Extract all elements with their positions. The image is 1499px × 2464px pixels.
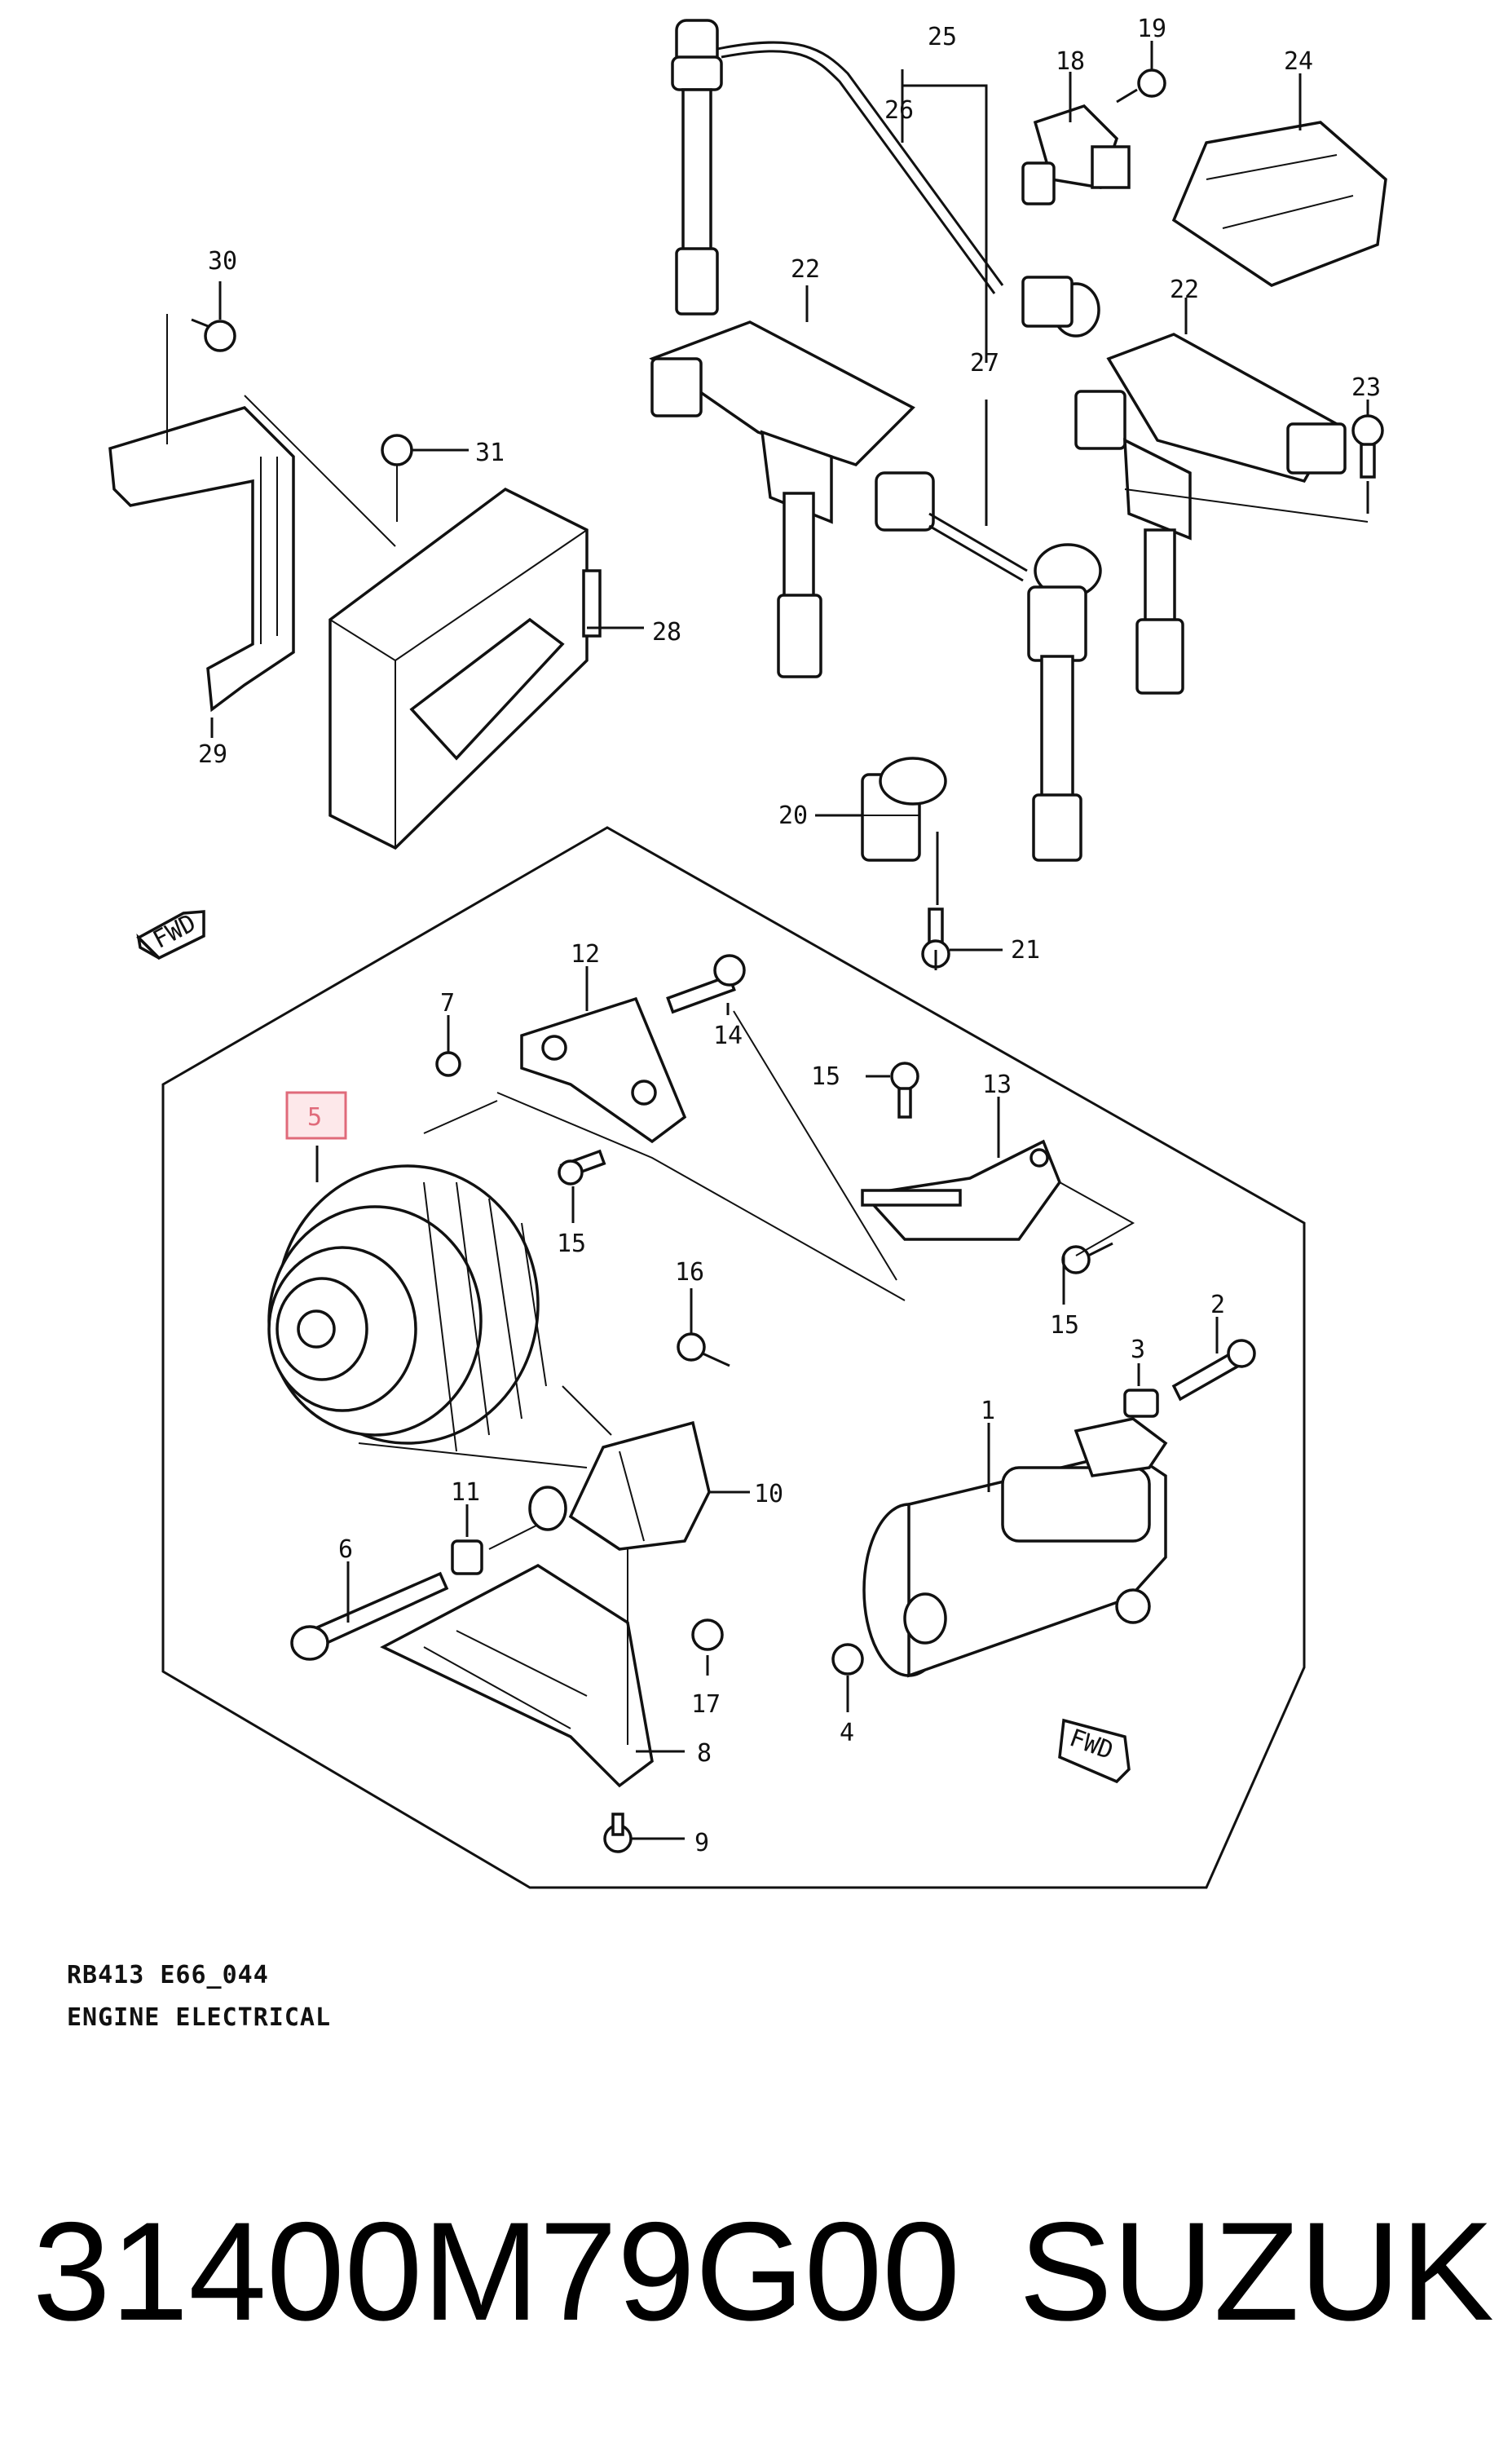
callout-28: 28 (652, 618, 681, 647)
callout-23: 23 (1351, 373, 1381, 402)
bolt-23 (1351, 414, 1384, 479)
nut-31 (381, 434, 413, 466)
callout-26: 26 (884, 96, 914, 125)
fwd-arrow-upper: FWD (136, 909, 205, 960)
ignition-cable-26 (671, 19, 1100, 338)
callout-19: 19 (1137, 15, 1166, 43)
leader-lines (210, 41, 1369, 1840)
bolt-15-lower (1061, 1242, 1113, 1274)
bracket-10 (528, 1420, 711, 1551)
callout-15a: 15 (811, 1062, 840, 1091)
callout-18: 18 (1056, 47, 1085, 76)
callout-10: 10 (754, 1480, 783, 1508)
starter-1 (862, 1417, 1168, 1678)
alternator-5 (267, 1164, 547, 1452)
callout-29: 29 (198, 740, 227, 769)
bolt-30 (191, 318, 236, 352)
collar-3 (1123, 1389, 1159, 1418)
callout-7: 7 (440, 989, 455, 1018)
callout-21: 21 (1011, 936, 1040, 965)
callout-5-highlight (285, 1091, 347, 1140)
lower-group-outline (161, 826, 1306, 1889)
fwd-arrow-lower: FWD (1058, 1718, 1131, 1784)
bracket-13 (861, 1139, 1061, 1241)
collar-11 (451, 1539, 483, 1575)
callout-17: 17 (691, 1690, 721, 1719)
bolt-15-left (558, 1149, 606, 1186)
callout-16: 16 (675, 1258, 704, 1287)
callout-22b: 22 (1170, 276, 1199, 304)
callout-22a: 22 (791, 255, 820, 284)
callout-31: 31 (475, 439, 505, 467)
callout-12: 12 (571, 940, 600, 969)
part-number: 31400M79G00 (33, 2193, 960, 2350)
assembly-lines (166, 314, 1369, 1745)
washer-7 (435, 1051, 461, 1077)
callout-11: 11 (451, 1478, 480, 1507)
bolt-16 (677, 1332, 730, 1367)
bracket-29 (108, 406, 295, 713)
callout-24: 24 (1284, 47, 1313, 76)
callout-1: 1 (981, 1397, 995, 1425)
diagram-title: ENGINE ELECTRICAL (67, 2003, 332, 2032)
nut-17 (691, 1618, 724, 1651)
callout-27: 27 (970, 349, 999, 378)
callout-15b: 15 (557, 1230, 586, 1258)
callout-6: 6 (338, 1535, 353, 1564)
callout-8: 8 (697, 1739, 712, 1768)
callout-9: 9 (694, 1829, 709, 1857)
bracket-8 (380, 1563, 654, 1788)
ignition-coil-22-left (649, 320, 915, 678)
callout-2: 2 (1210, 1291, 1225, 1319)
callout-30: 30 (208, 247, 237, 276)
cover-24 (1171, 121, 1387, 287)
bolt-9 (603, 1813, 633, 1853)
ignition-cable-27 (875, 471, 1102, 862)
callout-25: 25 (928, 23, 957, 51)
callout-labels: 25 26 18 19 24 22 22 27 23 30 31 28 29 2… (198, 15, 1381, 1857)
bolt-15-upper (890, 1062, 919, 1119)
callout-13: 13 (982, 1071, 1012, 1099)
callout-20: 20 (778, 801, 808, 830)
parts-diagram: FWD FWD (108, 15, 1387, 1889)
bolt-6 (290, 1571, 449, 1661)
ignition-coil-22-right (1074, 333, 1347, 695)
callout-5: 5 (307, 1103, 322, 1132)
callout-4: 4 (840, 1719, 854, 1747)
brand-name: SUZUKI (1019, 2193, 1499, 2350)
nut-4 (831, 1643, 864, 1676)
callout-3: 3 (1131, 1336, 1145, 1364)
diagram-code: RB413 E66_044 (67, 1961, 269, 1989)
sensor-20 (861, 757, 947, 862)
callout-14: 14 (713, 1022, 743, 1050)
bolt-2 (1171, 1339, 1256, 1402)
bolt-14 (666, 954, 746, 1014)
crank-sensor-18 (1021, 104, 1131, 205)
callout-15c: 15 (1050, 1311, 1079, 1340)
ecm-28 (328, 487, 602, 850)
bolt-19 (1116, 68, 1166, 104)
bracket-12 (520, 996, 687, 1144)
